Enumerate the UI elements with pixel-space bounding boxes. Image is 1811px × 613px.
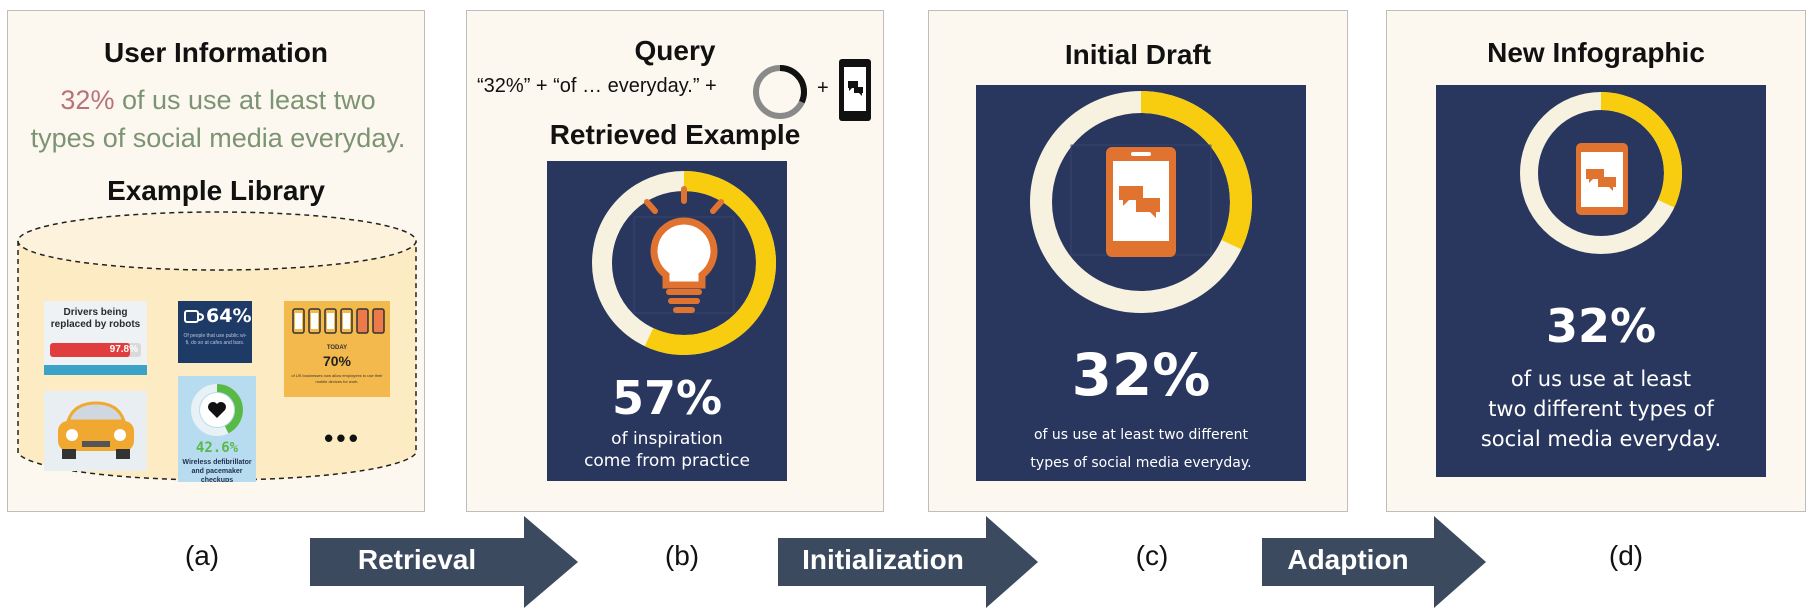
initial-draft-big-number: 32% bbox=[1071, 341, 1211, 409]
library-item-coffee: 64% Of people that use public wi-fi, do … bbox=[178, 301, 252, 363]
coffee-caption: Of people that use public wi-fi, do so a… bbox=[183, 333, 247, 346]
new-infographic: 32% of us use at least two different typ… bbox=[1436, 85, 1766, 477]
initial-draft-infographic: 32% of us use at least two different typ… bbox=[976, 85, 1306, 481]
library-item-heart: 42.6% Wireless defibrillator and pacemak… bbox=[178, 376, 256, 482]
phone-chat-query-icon bbox=[839, 59, 871, 121]
new-infographic-big-number: 32% bbox=[1545, 299, 1657, 353]
user-pct: 32% bbox=[60, 85, 115, 115]
initial-draft-title: Initial Draft bbox=[1064, 39, 1212, 70]
heart-pct: 42.6% bbox=[195, 440, 239, 456]
coffee-pct: 64% bbox=[206, 305, 252, 327]
user-text-line-2: types of social media everyday. bbox=[30, 123, 406, 153]
heart-caption: Wireless defibrillator and pacemaker che… bbox=[182, 459, 252, 482]
donut-query-icon bbox=[753, 65, 807, 119]
user-text-line-1: of us use at least two bbox=[114, 85, 376, 115]
query-plus: + bbox=[817, 77, 829, 99]
panel-a-title: User Information bbox=[103, 37, 329, 68]
drivers-pct: 97.8% bbox=[109, 344, 138, 355]
retrieved-example-infographic: 57% of inspiration come from practice bbox=[547, 161, 787, 481]
car-icon bbox=[58, 401, 134, 459]
phones-caption: of US businesses now allow employees to … bbox=[291, 373, 383, 384]
initial-draft-donut bbox=[1030, 91, 1252, 313]
phones-pct: 70% bbox=[322, 353, 352, 369]
user-information-text: 32% of us use at least two types of soci… bbox=[20, 81, 416, 157]
library-item-phones: TODAY 70% of US businesses now allow emp… bbox=[284, 301, 390, 397]
new-infographic-title: New Infographic bbox=[1487, 37, 1705, 68]
phones-row-icon bbox=[292, 308, 385, 334]
phones-label: TODAY bbox=[326, 345, 348, 351]
new-infographic-sub-line-1: of us use at least bbox=[1510, 367, 1692, 391]
retrieval-arrow bbox=[310, 516, 578, 608]
retrieval-label: Retrieval bbox=[357, 544, 477, 575]
initial-draft-sub-line-1: of us use at least two different bbox=[1033, 427, 1249, 443]
initialization-arrow bbox=[778, 516, 1038, 608]
library-title: Example Library bbox=[107, 175, 325, 206]
adaption-label: Adaption bbox=[1287, 544, 1409, 575]
retrieved-example-title: Retrieved Example bbox=[549, 119, 801, 150]
label-c: (c) bbox=[1135, 540, 1169, 571]
heart-donut-icon bbox=[191, 384, 243, 436]
initialization-label: Initialization bbox=[802, 544, 964, 575]
new-infographic-sub-line-3: social media everyday. bbox=[1480, 427, 1722, 451]
label-a: (a) bbox=[184, 540, 220, 571]
retrieved-sub-line-2: come from practice bbox=[584, 451, 750, 471]
library-item-car bbox=[44, 391, 147, 471]
drivers-title: Drivers being replaced by robots bbox=[50, 307, 141, 330]
library-more-ellipsis: • • • bbox=[324, 423, 358, 453]
phone-chat-icon bbox=[1070, 144, 1212, 257]
initial-draft-sub-line-2: types of social media everyday. bbox=[1030, 455, 1252, 471]
panel-new-infographic: New Infographic 32% of us use at least t… bbox=[1386, 10, 1806, 512]
query-title: Query bbox=[634, 35, 716, 66]
panel-initial-draft: Initial Draft 32% of us use at least two… bbox=[928, 10, 1348, 512]
retrieved-donut bbox=[592, 171, 776, 355]
retrieved-big-number: 57% bbox=[611, 371, 723, 425]
new-infographic-donut bbox=[1520, 92, 1682, 254]
retrieved-sub-line-1: of inspiration bbox=[611, 429, 723, 449]
panel-user-information: User Information 32% of us use at least … bbox=[7, 10, 425, 512]
label-b: (b) bbox=[664, 540, 700, 571]
library-item-drivers: Drivers being replaced by robots 97.8% bbox=[44, 301, 147, 375]
coffee-cup-icon bbox=[184, 310, 205, 323]
drivers-bar: 97.8% bbox=[50, 343, 141, 357]
lightbulb-icon bbox=[633, 186, 735, 314]
phone-chat-icon bbox=[1576, 143, 1628, 215]
adaption-arrow bbox=[1262, 516, 1486, 608]
query-text: “32%” + “of … everyday.” + bbox=[477, 75, 717, 97]
label-d: (d) bbox=[1608, 540, 1644, 571]
new-infographic-sub-line-2: two different types of bbox=[1488, 397, 1714, 421]
panel-query: Query “32%” + “of … everyday.” + + Retri… bbox=[466, 10, 884, 512]
